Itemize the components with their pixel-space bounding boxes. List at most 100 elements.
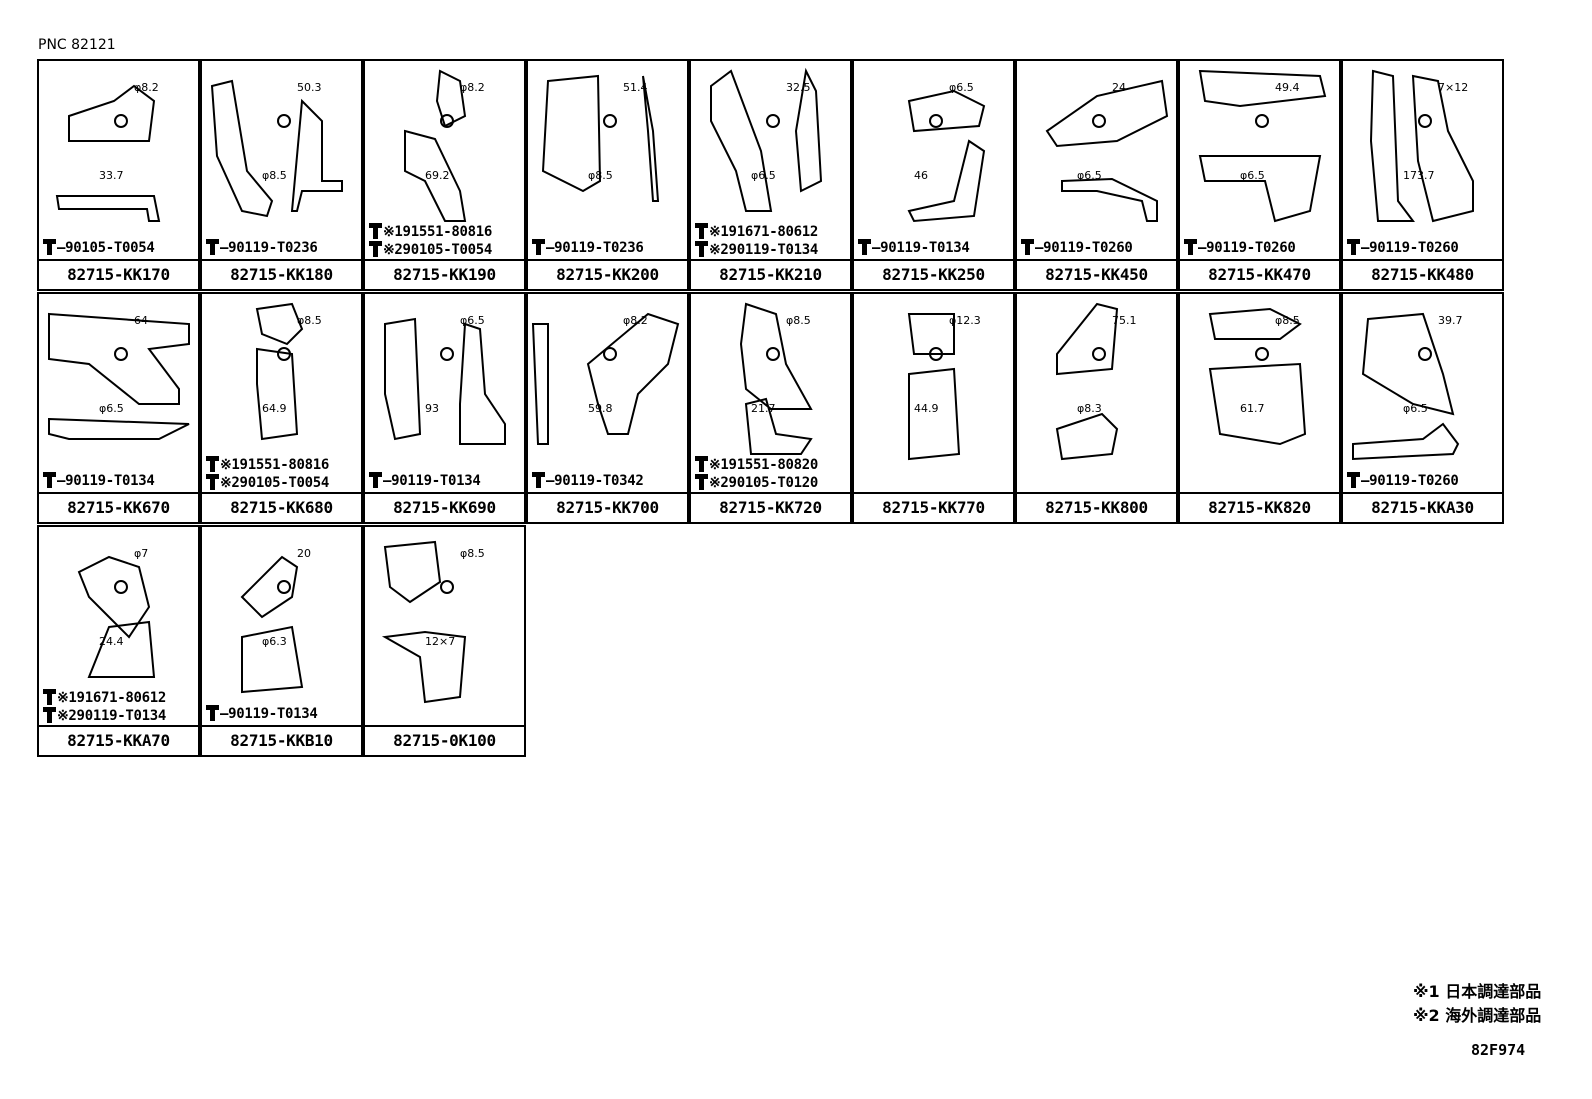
bolt-part-number: ※290105-T0054 xyxy=(383,242,492,258)
part-number: 82715-KK470 xyxy=(1180,259,1339,289)
bolt-icon xyxy=(695,241,708,257)
bolt-callout: ※191551-80816 xyxy=(206,456,329,473)
bolt-callout: —90119-T0260 xyxy=(1021,239,1133,256)
bolt-callout: ※191551-80816 xyxy=(369,223,492,240)
dimension-label: 50.3 xyxy=(297,81,322,94)
bolt-part-number: ※290105-T0120 xyxy=(709,475,818,491)
bolt-part-number: —90119-T0260 xyxy=(1198,240,1296,256)
bolt-part-number: ※290105-T0054 xyxy=(220,475,329,491)
hole-mark xyxy=(766,347,780,361)
part-number: 82715-0K100 xyxy=(365,725,524,755)
dimension-label: φ8.2 xyxy=(460,81,485,94)
dimension-label: 61.7 xyxy=(1240,402,1265,415)
bolt-part-number: ※191671-80612 xyxy=(709,224,818,240)
bracket-drawing: φ7 24.4 xyxy=(77,547,156,678)
bracket-drawing: φ8.269.2 xyxy=(404,69,485,222)
bolt-icon xyxy=(43,239,56,255)
part-number: 82715-KKB10 xyxy=(202,725,361,755)
bracket-outline xyxy=(1198,69,1327,223)
dimension-label: 32.5 xyxy=(786,81,811,94)
hole-mark xyxy=(1092,114,1106,128)
hole-mark xyxy=(1092,347,1106,361)
bolt-icon xyxy=(206,474,219,490)
bolt-callout: ※290105-T0054 xyxy=(369,241,492,258)
dimension-label: φ8.5 xyxy=(262,169,287,182)
bolt-icon xyxy=(532,239,545,255)
part-number: 82715-KK180 xyxy=(202,259,361,289)
bracket-outline xyxy=(404,69,467,222)
bolt-part-number: ※290119-T0134 xyxy=(57,708,166,724)
bracket-drawing: 32.5 φ6.5 xyxy=(710,67,823,212)
bracket-drawing: φ8.512×7 xyxy=(381,540,485,704)
dimension-label: 75.1 xyxy=(1112,314,1137,327)
part-number: 82715-KK200 xyxy=(528,259,687,289)
bolt-part-number: ※191671-80612 xyxy=(57,690,166,706)
part-number: 82715-KK670 xyxy=(39,492,198,522)
bolt-callout: —90119-T0260 xyxy=(1347,239,1459,256)
dimension-label: 51.4 xyxy=(623,81,648,94)
bolt-icon xyxy=(695,223,708,239)
bolt-icon xyxy=(206,239,219,255)
hole-mark xyxy=(603,114,617,128)
hole-mark xyxy=(1418,347,1432,361)
bracket-drawing: φ6.593 xyxy=(384,314,506,445)
bracket-outline xyxy=(77,555,156,678)
bolt-callout: —90119-T0134 xyxy=(43,472,155,489)
part-number: 82715-KK720 xyxy=(691,492,850,522)
bolt-icon xyxy=(1184,239,1197,255)
bracket-outline xyxy=(1055,302,1119,461)
bolt-callout: —90119-T0236 xyxy=(206,239,318,256)
dimension-label: φ8.5 xyxy=(1275,314,1300,327)
hole-mark xyxy=(929,347,943,361)
bracket-drawing: 24 φ6.5 xyxy=(1045,79,1169,222)
bolt-icon xyxy=(532,472,545,488)
part-number: 82715-KKA30 xyxy=(1343,492,1502,522)
dimension-label: 64.9 xyxy=(262,402,287,415)
bracket-outline xyxy=(739,302,813,455)
bolt-part-number: ※191551-80816 xyxy=(383,224,492,240)
bracket-drawing: 49.4φ6.5 xyxy=(1198,69,1327,223)
bolt-callout: —90119-T0260 xyxy=(1184,239,1296,256)
part-number: 82715-KK680 xyxy=(202,492,361,522)
hole-mark xyxy=(114,114,128,128)
bracket-outline xyxy=(531,312,680,445)
bolt-callout: —90119-T0342 xyxy=(532,472,644,489)
dimension-label: 33.7 xyxy=(99,169,124,182)
dimension-label: 20 xyxy=(297,547,311,560)
dimension-label: φ6.3 xyxy=(262,635,287,648)
bolt-callout: ※290119-T0134 xyxy=(695,241,818,258)
bracket-outline xyxy=(1352,312,1460,461)
bolt-icon xyxy=(695,456,708,472)
hole-mark xyxy=(277,114,291,128)
dimension-label: 24.4 xyxy=(99,635,124,648)
dimension-label: φ7 xyxy=(134,547,148,560)
bracket-drawing: 75.1φ8.3 xyxy=(1055,302,1137,461)
bracket-drawing: 20 φ6.3 xyxy=(240,547,311,694)
dimension-label: 24 xyxy=(1112,81,1126,94)
bolt-callout: ※191671-80612 xyxy=(43,689,166,706)
bracket-drawing: 51.4φ8.5 xyxy=(541,74,660,202)
bracket-outline xyxy=(907,313,961,461)
bolt-part-number: —90119-T0342 xyxy=(546,473,644,489)
pnc-label: PNC 82121 xyxy=(38,37,116,53)
dimension-label: φ6.5 xyxy=(1077,169,1102,182)
dimension-label: 44.9 xyxy=(914,402,939,415)
bracket-outline xyxy=(255,302,304,441)
bolt-icon xyxy=(206,705,219,721)
legend-note-2: ※2 海外調達部品 xyxy=(1413,1006,1542,1025)
bolt-icon xyxy=(369,241,382,257)
dimension-label: φ6.5 xyxy=(751,169,776,182)
bolt-icon xyxy=(1347,472,1360,488)
bolt-icon xyxy=(1021,239,1034,255)
